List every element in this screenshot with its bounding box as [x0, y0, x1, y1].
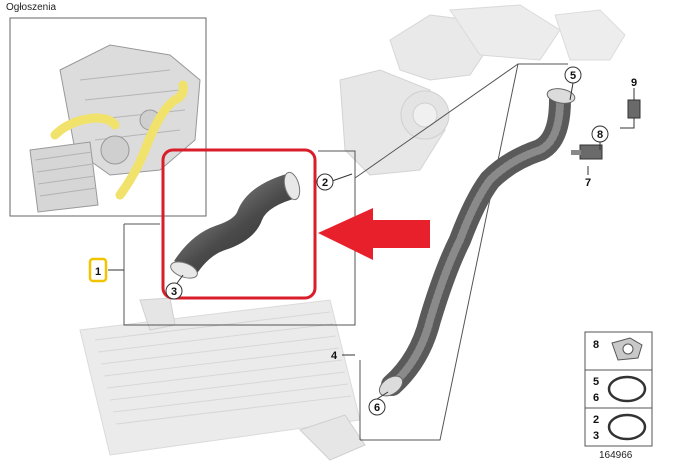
background-engine-parts	[79, 4, 626, 461]
callout-4[interactable]: 4	[331, 350, 338, 362]
highlighted-charge-pipe-right	[115, 80, 188, 200]
document-number: 164966	[599, 450, 633, 461]
callout-1-highlight	[88, 257, 108, 283]
callout-5[interactable]: 5	[570, 70, 576, 82]
legend-label-2: 2	[593, 414, 599, 426]
legend-label-6: 6	[593, 392, 599, 404]
callout-7[interactable]: 7	[585, 177, 591, 189]
highlighted-hose-group	[161, 148, 317, 300]
legend-label-3: 3	[593, 430, 599, 442]
pressure-sensor[interactable]	[571, 144, 603, 160]
seal-legend: 8 5 6 2 3	[584, 331, 653, 447]
legend-label-5: 5	[593, 376, 599, 388]
hose-clamp-upper	[283, 171, 301, 201]
callout-9[interactable]: 9	[631, 77, 637, 89]
engine-inset	[9, 17, 207, 217]
callout-8[interactable]: 8	[597, 129, 603, 141]
long-charge-air-hose[interactable]	[376, 87, 576, 400]
red-arrow	[318, 208, 430, 260]
callout-6[interactable]: 6	[374, 402, 380, 414]
highlight-box	[161, 148, 317, 300]
legend-label-8: 8	[593, 339, 599, 351]
callouts: 1 2 3 4 5 6 7 8 9	[88, 66, 637, 416]
callout-1[interactable]: 1	[95, 266, 101, 278]
highlighted-charge-pipe-left	[50, 113, 120, 140]
callout-3[interactable]: 3	[171, 286, 177, 298]
callout-2[interactable]: 2	[322, 177, 328, 189]
ads-header[interactable]: Ogłoszenia	[6, 2, 57, 13]
o-ring-icon-large	[607, 375, 647, 403]
o-ring-icon-small	[607, 413, 647, 441]
part-9-connector[interactable]	[620, 99, 641, 129]
charge-air-hose-part[interactable]	[174, 172, 299, 276]
